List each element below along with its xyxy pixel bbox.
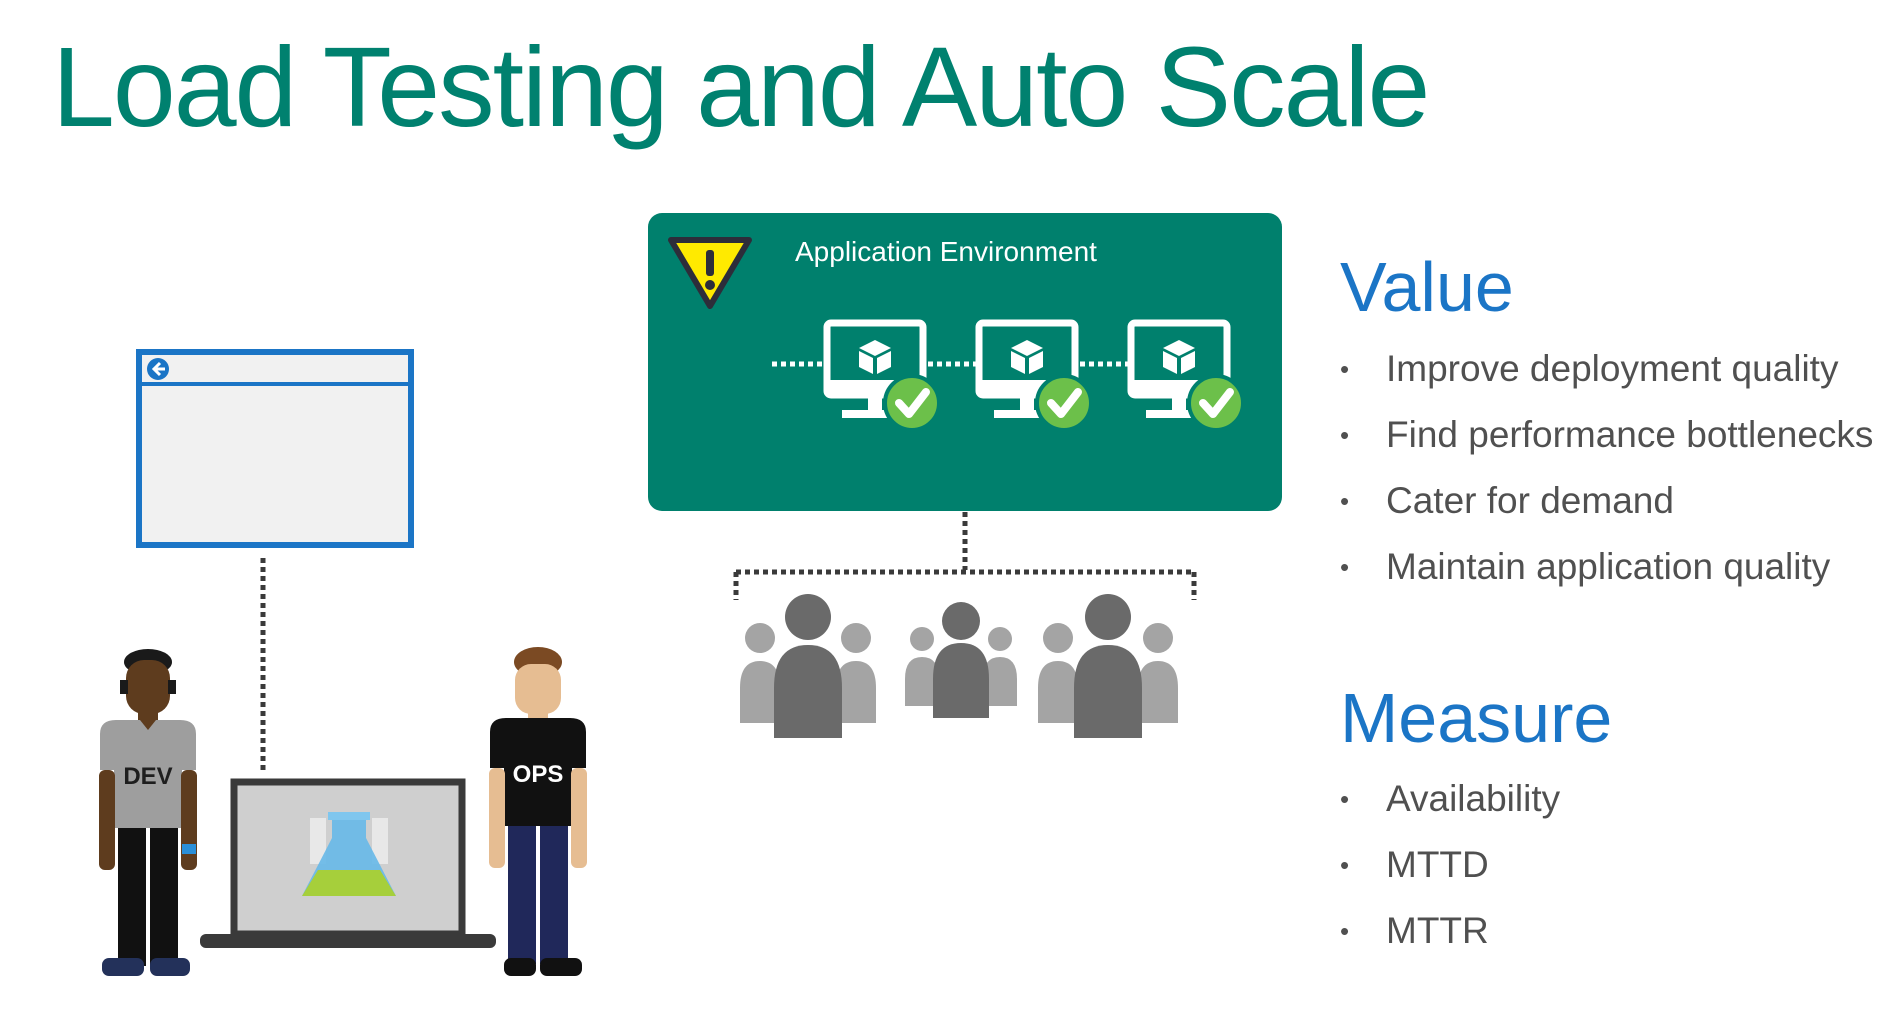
user-group-icon [905, 602, 1017, 718]
checkmark-icon [883, 374, 941, 432]
measure-heading: Measure [1340, 679, 1613, 757]
checkmark-icon [1035, 374, 1093, 432]
value-item: Find performance bottlenecks [1340, 402, 1873, 468]
measure-item: Availability [1340, 766, 1560, 832]
user-group-icon [740, 594, 876, 738]
application-environment-label: Application Environment [795, 236, 1097, 267]
flask-icon [302, 812, 396, 896]
value-heading: Value [1340, 248, 1514, 326]
server-monitor-icon [1127, 319, 1245, 432]
warning-icon [668, 237, 752, 309]
measure-item: MTTD [1340, 832, 1560, 898]
ops-label: OPS [513, 761, 564, 788]
checkmark-icon [1187, 374, 1245, 432]
measure-list: Availability MTTD MTTR [1340, 766, 1560, 964]
value-item: Maintain application quality [1340, 534, 1873, 600]
user-group-icon [1038, 594, 1178, 738]
ops-person: OPS [489, 647, 587, 976]
measure-item: MTTR [1340, 898, 1560, 964]
dev-label: DEV [123, 763, 172, 790]
slide-title: Load Testing and Auto Scale [52, 24, 1430, 150]
value-item: Improve deployment quality [1340, 336, 1873, 402]
server-monitor-icon [823, 319, 941, 432]
back-arrow-icon [147, 358, 169, 380]
browser-window-icon [136, 349, 414, 548]
value-item: Cater for demand [1340, 468, 1873, 534]
server-monitor-icon [975, 319, 1093, 432]
value-list: Improve deployment quality Find performa… [1340, 336, 1873, 600]
dev-person: DEV [99, 649, 197, 976]
laptop-icon [200, 778, 496, 948]
